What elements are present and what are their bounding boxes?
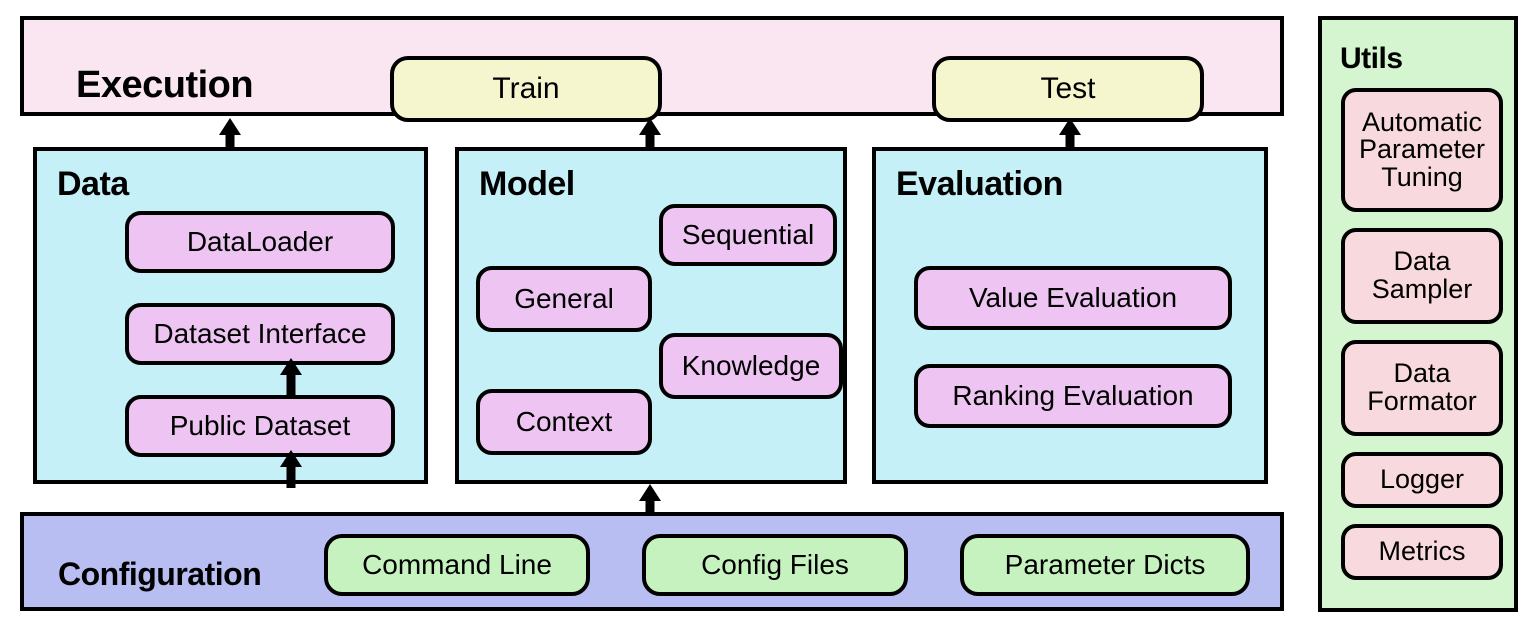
general-node[interactable]: General bbox=[476, 266, 652, 332]
configuration-section: Configuration Command Line Config Files … bbox=[20, 512, 1284, 611]
execution-title: Execution bbox=[76, 64, 254, 106]
context-node[interactable]: Context bbox=[476, 389, 652, 455]
command-line-node[interactable]: Command Line bbox=[324, 534, 590, 596]
arrowhead-icon bbox=[219, 118, 241, 135]
arrow-configuration-to-model bbox=[639, 484, 661, 513]
data-sampler-node[interactable]: Data Sampler bbox=[1341, 228, 1503, 324]
data-section: Data DataLoader Dataset Interface Public… bbox=[33, 147, 428, 488]
model-title: Model bbox=[479, 165, 575, 203]
arrow-dataset-interface-to-dataloader bbox=[280, 358, 302, 396]
data-title: Data bbox=[57, 165, 129, 203]
arrow-public-dataset-to-dataset-interface bbox=[280, 450, 302, 488]
arrow-shaft bbox=[645, 132, 655, 148]
knowledge-node[interactable]: Knowledge bbox=[659, 333, 843, 399]
dataloader-node[interactable]: DataLoader bbox=[125, 211, 395, 273]
arrow-model-to-execution bbox=[639, 118, 661, 148]
sequential-node[interactable]: Sequential bbox=[659, 204, 837, 266]
arrow-shaft bbox=[286, 464, 296, 488]
logger-node[interactable]: Logger bbox=[1341, 452, 1503, 508]
arrowhead-icon bbox=[1059, 118, 1081, 135]
utils-title: Utils bbox=[1340, 42, 1403, 75]
execution-section: Execution Train Test bbox=[20, 16, 1284, 122]
metrics-node[interactable]: Metrics bbox=[1341, 524, 1503, 580]
arrow-shaft bbox=[645, 497, 655, 513]
configuration-title: Configuration bbox=[58, 556, 262, 592]
arrow-shaft bbox=[286, 372, 296, 396]
data-formator-node[interactable]: Data Formator bbox=[1341, 340, 1503, 436]
train-node[interactable]: Train bbox=[390, 56, 662, 122]
arrow-shaft bbox=[1065, 132, 1075, 148]
evaluation-section: Evaluation Value Evaluation Ranking Eval… bbox=[872, 147, 1268, 484]
public-dataset-node[interactable]: Public Dataset bbox=[125, 395, 395, 457]
automatic-parameter-tuning-node[interactable]: Automatic Parameter Tuning bbox=[1341, 88, 1503, 212]
parameter-dicts-node[interactable]: Parameter Dicts bbox=[960, 534, 1250, 596]
arrow-data-to-execution bbox=[219, 118, 241, 148]
arrowhead-icon bbox=[639, 484, 661, 501]
ranking-evaluation-node[interactable]: Ranking Evaluation bbox=[914, 364, 1232, 428]
utils-section: Utils Automatic Parameter Tuning Data Sa… bbox=[1318, 16, 1518, 612]
config-files-node[interactable]: Config Files bbox=[642, 534, 908, 596]
arrowhead-icon bbox=[280, 450, 302, 467]
arrowhead-icon bbox=[639, 118, 661, 135]
test-node[interactable]: Test bbox=[932, 56, 1204, 122]
arrowhead-icon bbox=[280, 358, 302, 375]
model-section: Model Sequential General Knowledge Conte… bbox=[455, 147, 847, 484]
arrow-evaluation-to-execution bbox=[1059, 118, 1081, 148]
value-evaluation-node[interactable]: Value Evaluation bbox=[914, 266, 1232, 330]
evaluation-title: Evaluation bbox=[896, 165, 1063, 203]
arrow-shaft bbox=[225, 132, 235, 148]
dataset-interface-node[interactable]: Dataset Interface bbox=[125, 303, 395, 365]
